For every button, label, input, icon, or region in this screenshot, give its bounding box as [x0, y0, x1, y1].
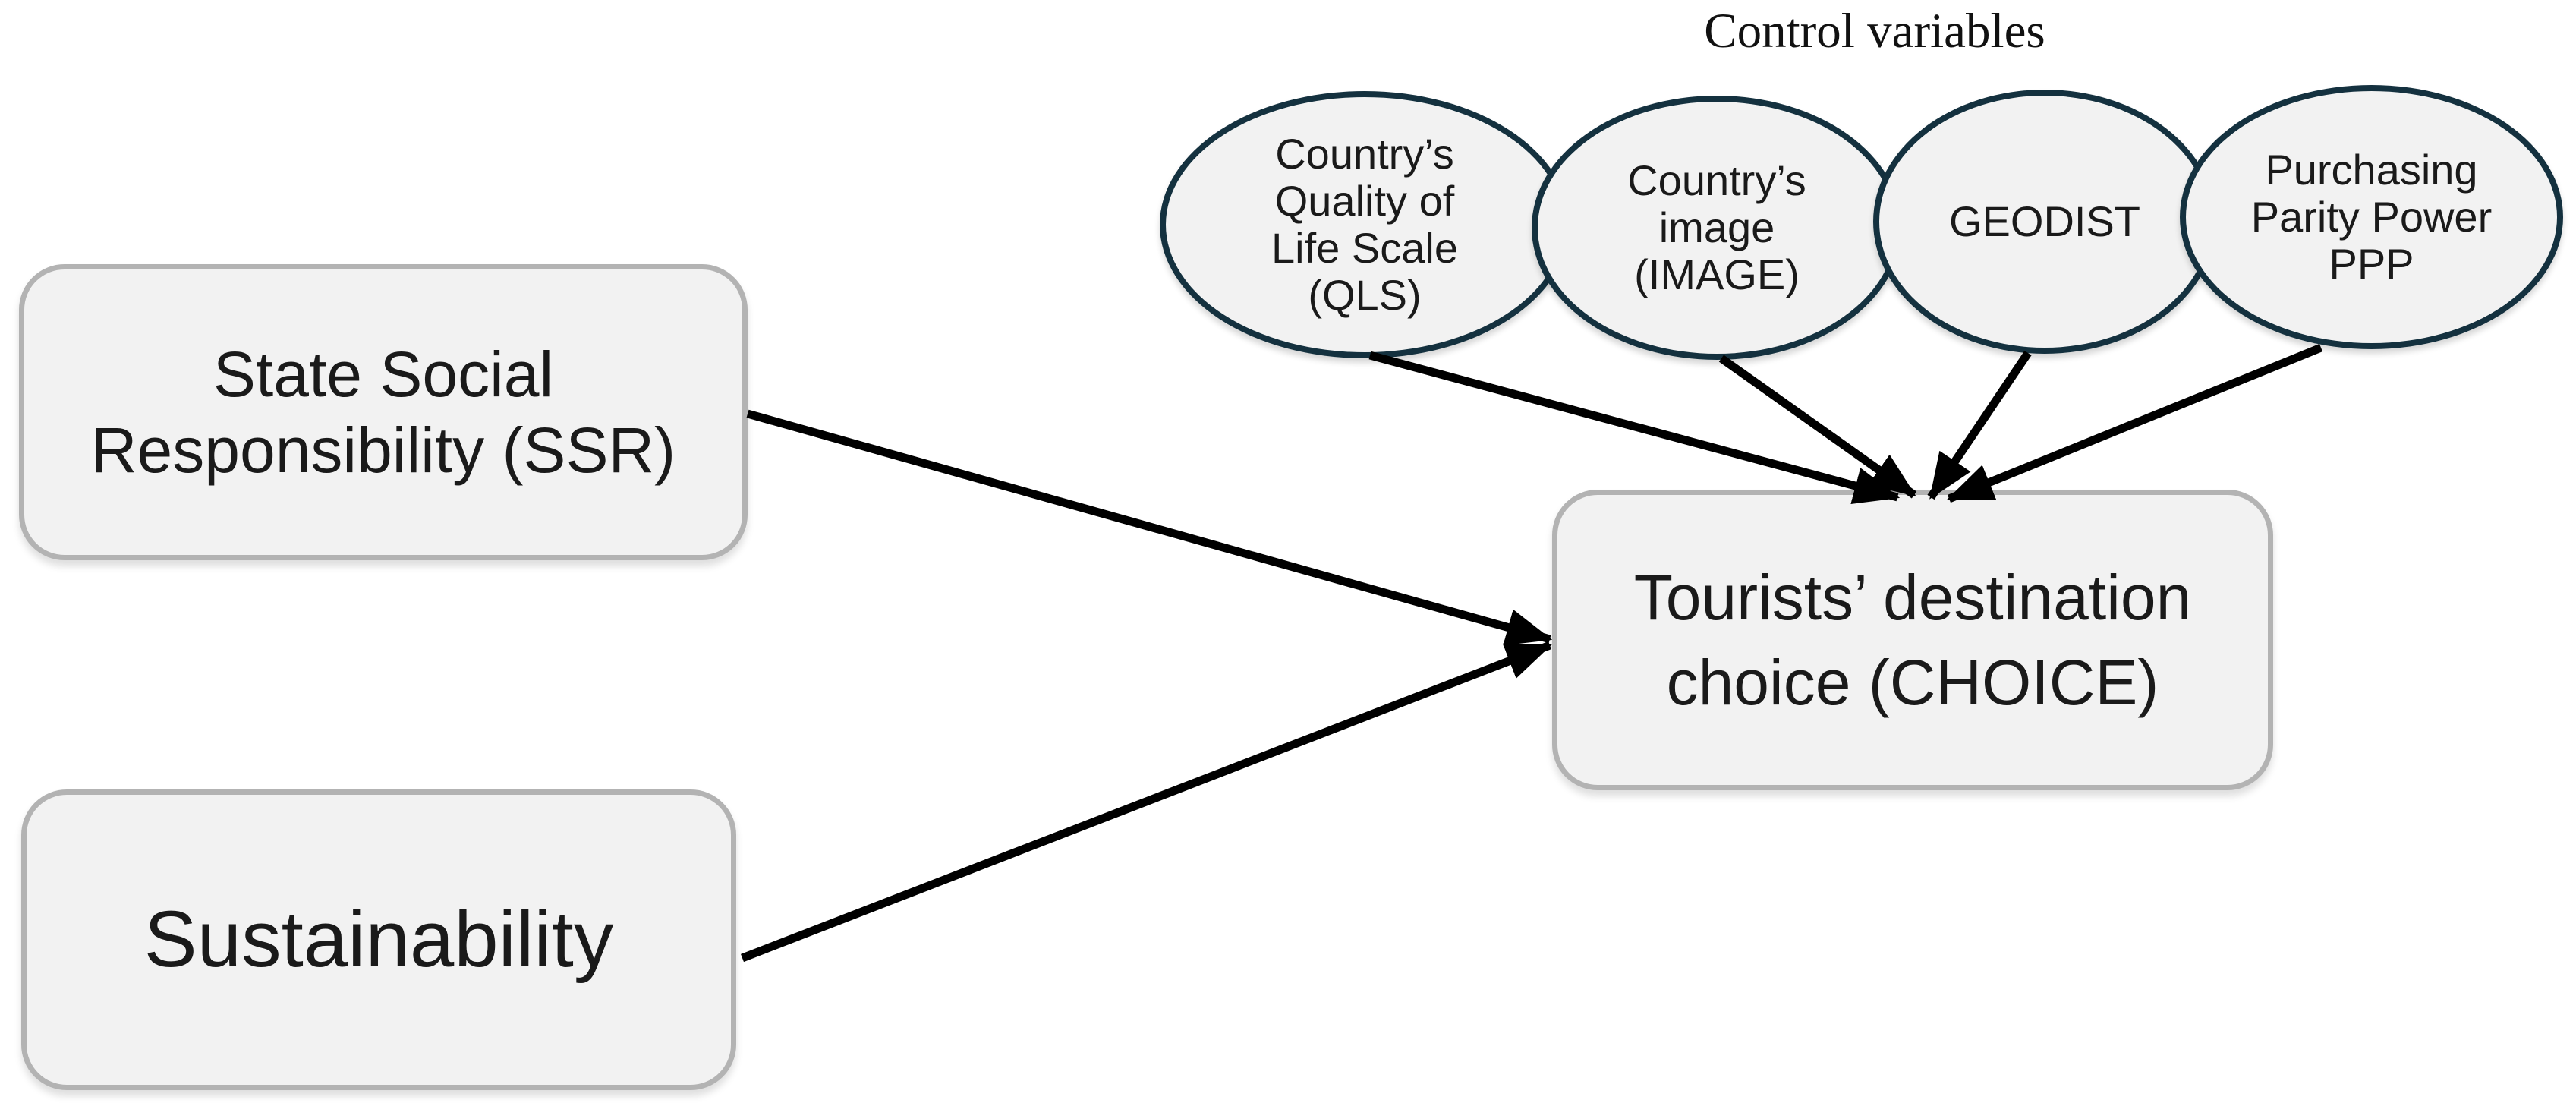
- box-choice-label: Tourists’ destination: [1633, 562, 2192, 633]
- arrow-ssr-to-choice: [746, 409, 1553, 646]
- arrow-qls-to-choice: [1368, 351, 1901, 505]
- ellipse-qls-label: Country’s: [1275, 130, 1454, 178]
- ellipse-ppp: Purchasing Parity Power PPP: [2180, 85, 2563, 349]
- ellipse-image-label: Country’s: [1627, 156, 1806, 204]
- control-variables-title: Control variables: [1704, 4, 2045, 58]
- box-ssr: State Social Responsibility (SSR): [19, 264, 748, 560]
- box-sustainability-label: Sustainability: [143, 895, 614, 984]
- arrow-geodist-to-choice: [1927, 350, 2032, 500]
- ellipse-ppp-label: Purchasing: [2265, 146, 2478, 194]
- arrow-image-to-choice: [1718, 355, 1917, 499]
- arrow-ppp-to-choice: [1946, 343, 2323, 503]
- ellipse-geodist: GEODIST: [1873, 90, 2216, 354]
- ellipse-geodist-label: GEODIST: [1948, 197, 2141, 245]
- arrow-sustainability-to-choice: [741, 641, 1553, 963]
- box-sustainability: Sustainability: [21, 789, 736, 1090]
- ellipse-image: Country’s image (IMAGE): [1532, 96, 1902, 360]
- ellipse-qls: Country’s Quality of Life Scale (QLS): [1160, 91, 1570, 358]
- box-choice: Tourists’ destination choice (CHOICE): [1552, 490, 2273, 790]
- box-ssr-label: State Social: [213, 339, 554, 410]
